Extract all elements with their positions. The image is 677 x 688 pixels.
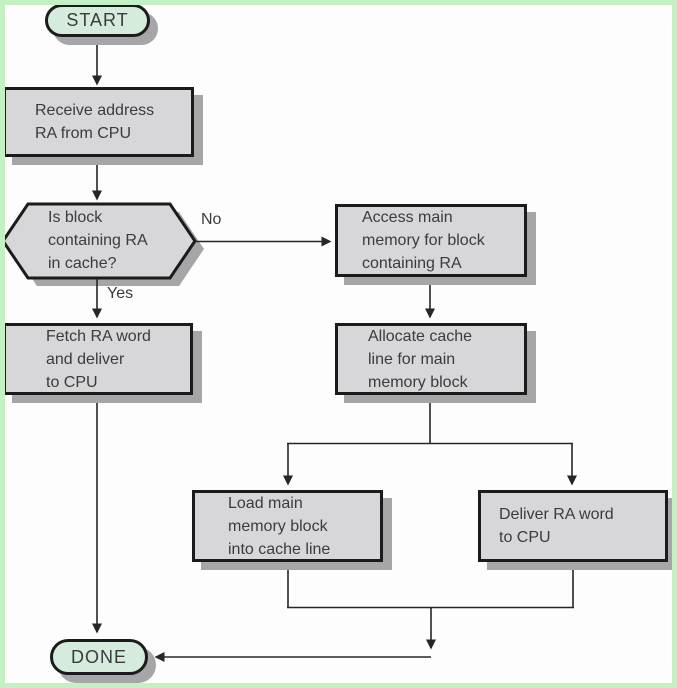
no-label: No [201,211,222,228]
connector-converge [287,562,574,609]
fetch-word-box: Fetch RA word and deliver to CPU [3,323,193,395]
receive-address-box: Receive address RA from CPU [3,87,194,157]
done-terminal: DONE [50,639,148,675]
allocate-line-box: Allocate cache line for main memory bloc… [335,323,527,395]
load-block-box: Load main memory block into cache line [192,490,383,562]
deliver-word-box: Deliver RA word to CPU [478,490,668,562]
access-memory-box: Access main memory for block containing … [335,204,527,277]
cache-decision-label: Is block containing RA in cache? [48,209,148,272]
start-terminal: START [45,4,150,37]
yes-label: Yes [107,285,134,302]
connector-allocate-split [287,395,573,445]
